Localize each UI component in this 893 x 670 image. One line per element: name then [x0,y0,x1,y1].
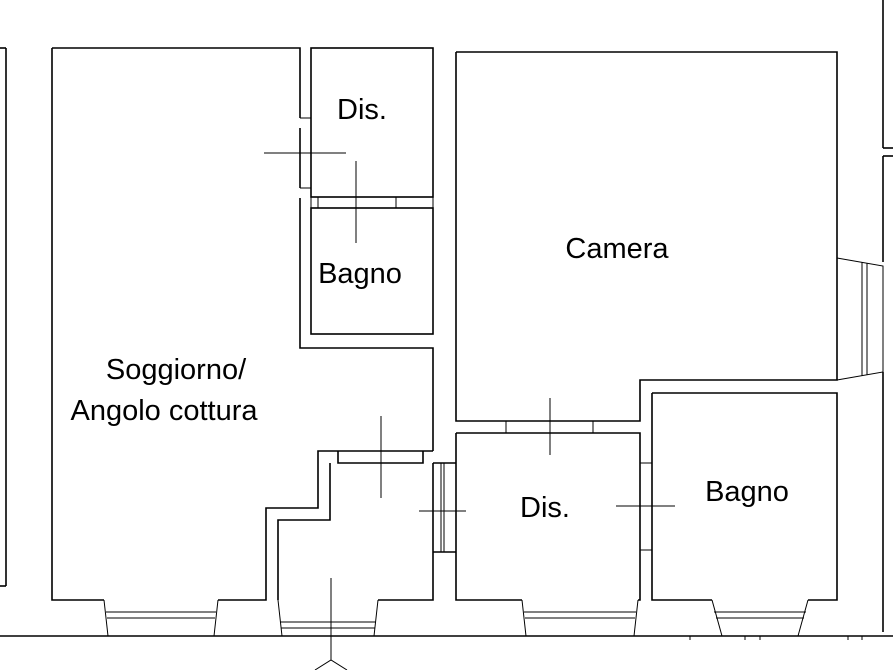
bottom-window-entry [277,599,379,637]
room-entry-walls [277,451,456,601]
bottom-ticks [689,636,863,640]
room-camera-walls [455,51,838,433]
room-dis-top-walls [300,47,434,198]
door-marks [264,152,675,670]
right-exterior-wall [882,0,893,632]
room-living-walls [51,47,434,601]
room-label-dis-top: Dis. [337,94,387,126]
room-bagno-left-walls [310,197,434,335]
room-dis-bottom-walls [455,432,652,601]
bottom-window-living [103,599,219,637]
room-label-living-line1: Soggiorno/ [106,354,247,386]
right-window [836,257,884,381]
room-label-bagno-right: Bagno [705,476,789,508]
room-label-dis-bottom: Dis. [520,492,570,524]
room-label-bagno-left: Bagno [318,258,402,290]
bottom-window-dis [521,599,639,637]
bottom-window-bagno [711,599,809,637]
room-bagno-right-walls [651,392,838,601]
room-label-living-line2: Angolo cottura [70,395,258,427]
room-label-camera: Camera [565,233,669,265]
left-exterior-wall [0,47,7,587]
